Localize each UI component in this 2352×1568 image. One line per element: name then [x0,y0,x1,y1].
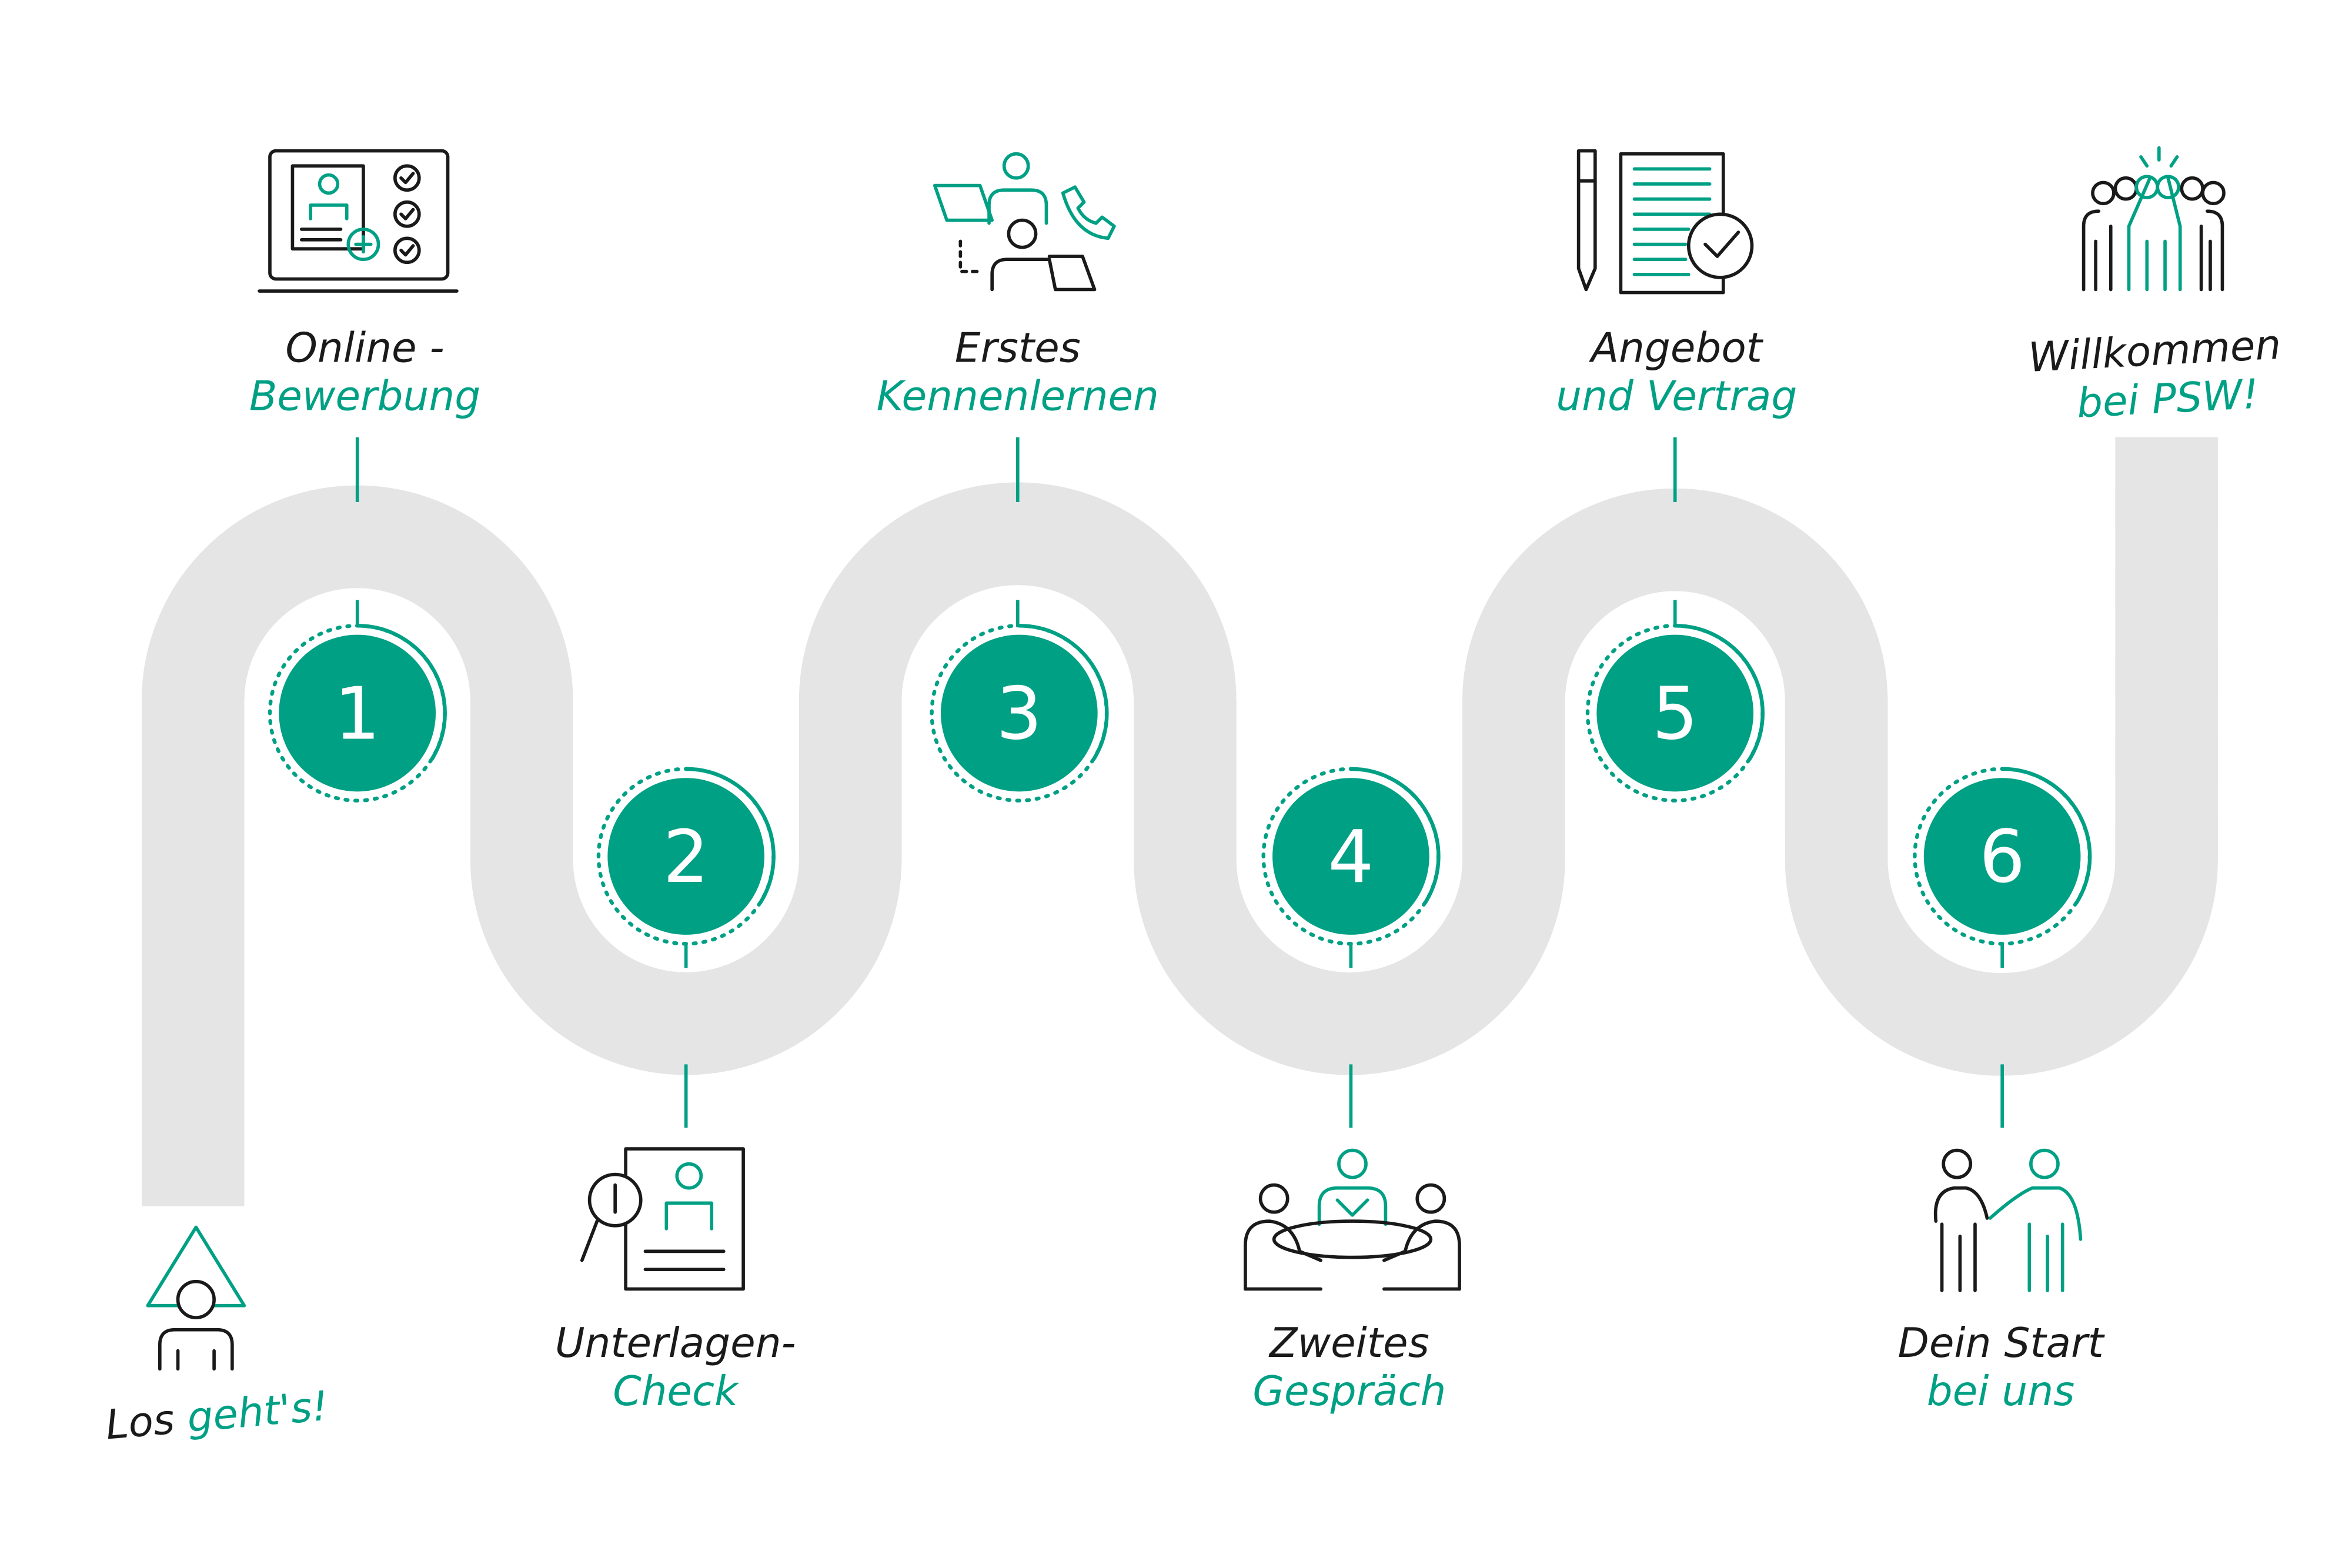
connectors [355,437,2004,1128]
step-label-4: Zweites Gespräch [1252,1320,1446,1415]
step-number-circle [1923,778,2081,935]
step-label-5: Angebot und Vertrag [1556,325,1797,420]
progress-ring-arc [1019,624,1109,761]
step-number-circle [607,778,764,935]
step-number-circle [279,634,436,792]
road [142,437,2166,1206]
step-number: 6 [1979,815,2025,900]
person-arrow-up-icon [146,1225,246,1371]
handshake-icon [1933,1148,2083,1292]
progress-ring-arc [357,624,447,761]
step-marker-2: 2 [596,767,776,946]
document-check-icon [580,1147,745,1291]
step-number-circle [941,634,1098,792]
svg-text:und Vertrag: und Vertrag [1556,373,1797,420]
step-number: 4 [1328,815,1374,900]
step-label-2: Unterlagen- Check [555,1320,796,1415]
progress-ring-arc [1351,767,1441,904]
finish-label: Willkommen bei PSW! [2027,322,2282,427]
step-number-circle [1596,634,1754,792]
step-label-6: Dein Start bei uns [1898,1320,2106,1415]
step-label-1: Online - Bewerbung [249,325,480,420]
svg-text:Online -: Online - [285,325,444,372]
svg-text:Check: Check [613,1368,740,1415]
svg-text:Gespräch: Gespräch [1252,1368,1446,1415]
svg-text:Unterlagen-: Unterlagen- [555,1320,796,1367]
svg-text:Erstes: Erstes [955,325,1081,372]
step-number: 2 [663,815,709,900]
step-number: 1 [335,673,380,757]
step-number: 5 [1652,673,1698,757]
step-marker-5: 5 [1585,624,1765,803]
progress-ring-arc [686,767,776,904]
step-number-circle [1272,778,1429,935]
team-celebration-icon [2082,146,2226,292]
svg-text:Kennenlernen: Kennenlernen [877,373,1159,420]
online-application-icon [258,149,459,293]
video-call-icon [933,152,1116,292]
svg-text:bei uns: bei uns [1927,1368,2075,1415]
meeting-icon [1244,1148,1461,1291]
step-label-3: Erstes Kennenlernen [877,325,1159,420]
svg-text:Bewerbung: Bewerbung [249,373,480,420]
svg-text:Los geht's!: Los geht's! [104,1383,330,1449]
contract-icon [1576,149,1754,295]
svg-text:bei PSW!: bei PSW! [2076,371,2260,427]
progress-ring-arc [2002,767,2092,904]
step-number: 3 [996,673,1042,757]
step-marker-6: 6 [1913,767,2092,946]
svg-text:Dein Start: Dein Start [1898,1320,2106,1367]
step-marker-3: 3 [930,624,1109,803]
svg-text:Zweites: Zweites [1268,1320,1429,1367]
progress-ring-arc [1675,624,1765,761]
step-marker-4: 4 [1261,767,1441,946]
start-label: Los geht's! [104,1383,330,1449]
svg-text:Angebot: Angebot [1589,325,1764,372]
step-marker-1: 1 [268,624,447,803]
